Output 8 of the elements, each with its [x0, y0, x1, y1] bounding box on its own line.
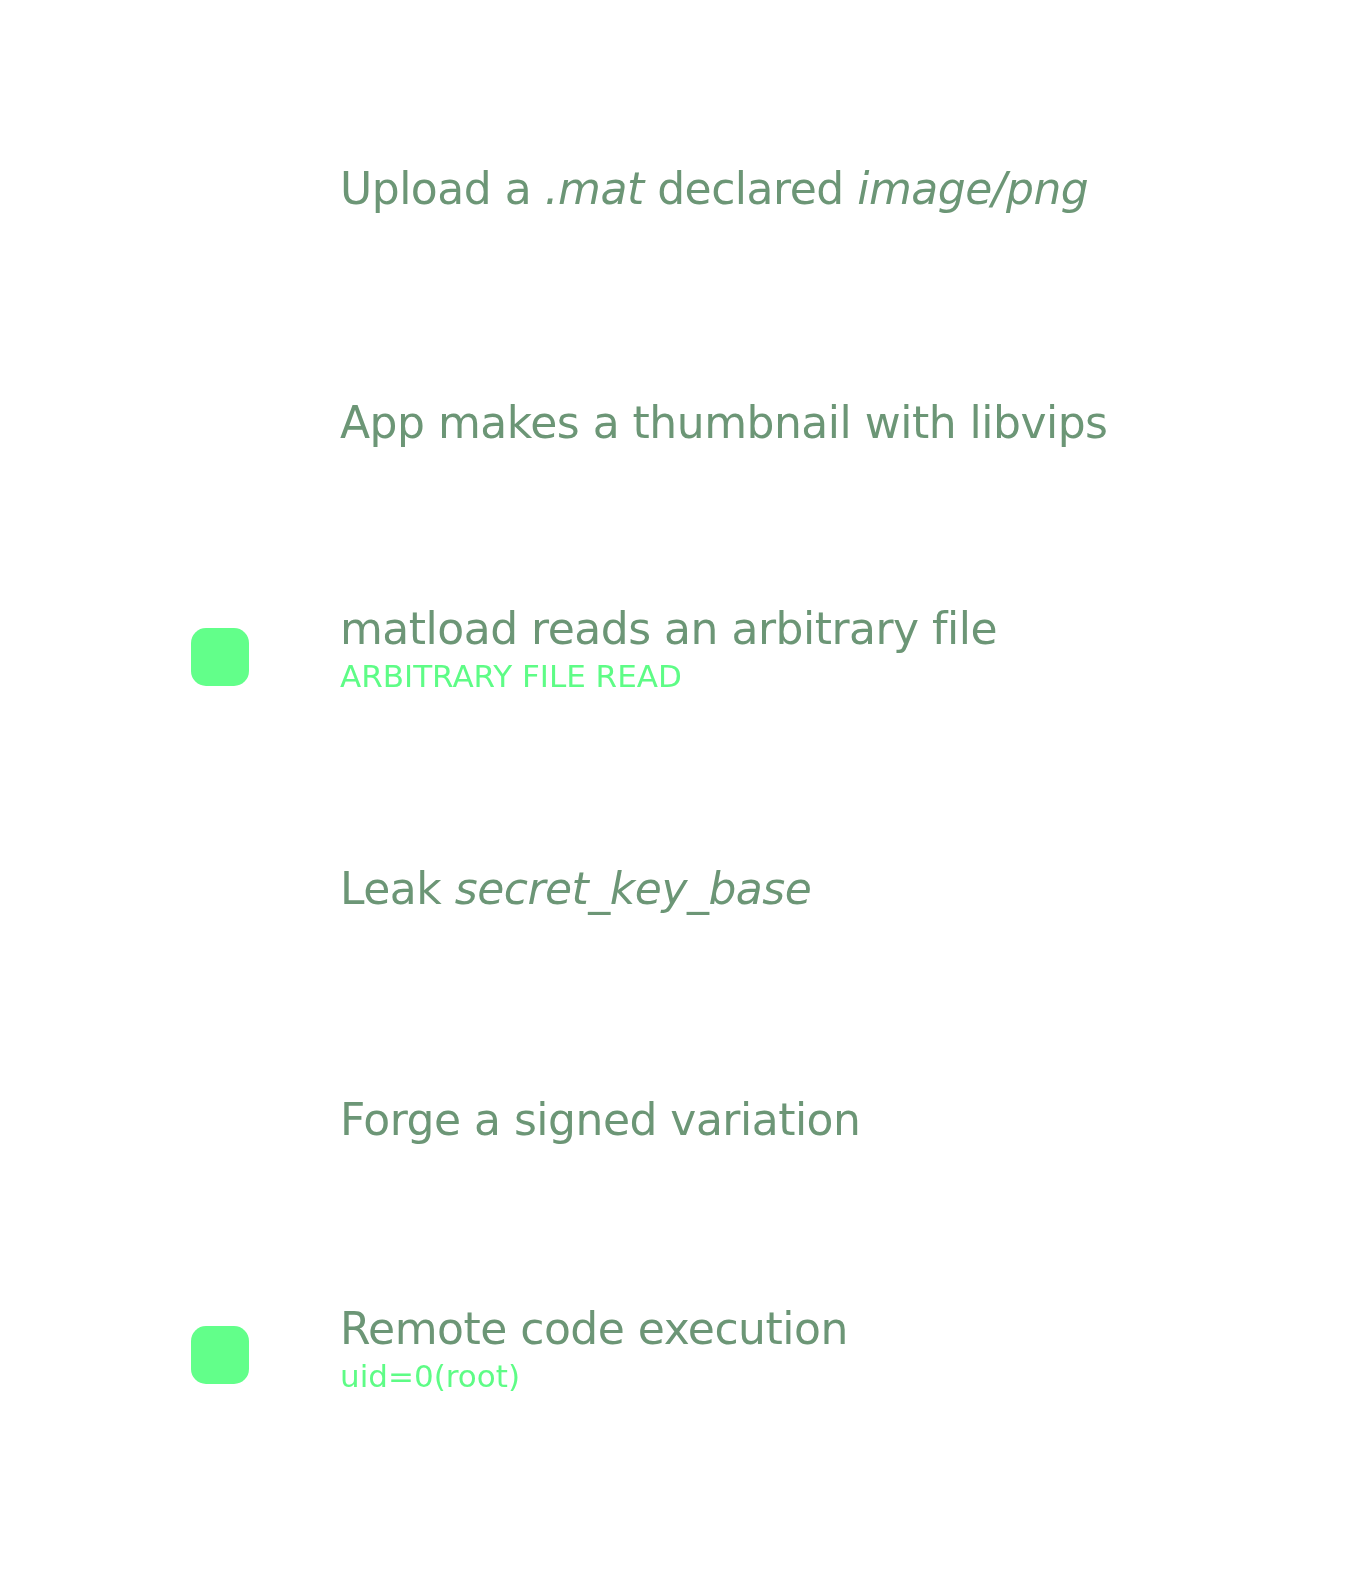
step-text: Upload a .mat declared image/png — [340, 162, 1090, 216]
step-text: matload reads an arbitrary file — [340, 602, 999, 656]
step-tag: ARBITRARY FILE READ — [340, 656, 1300, 696]
step-tag: uid=0(root) — [340, 1356, 1300, 1396]
step-text: Leak secret_key_base — [340, 862, 813, 916]
step-text: Forge a signed variation — [340, 1093, 862, 1147]
step-text: Remote code execution — [340, 1302, 849, 1356]
step-text: App makes a thumbnail with libvips — [340, 396, 1109, 450]
